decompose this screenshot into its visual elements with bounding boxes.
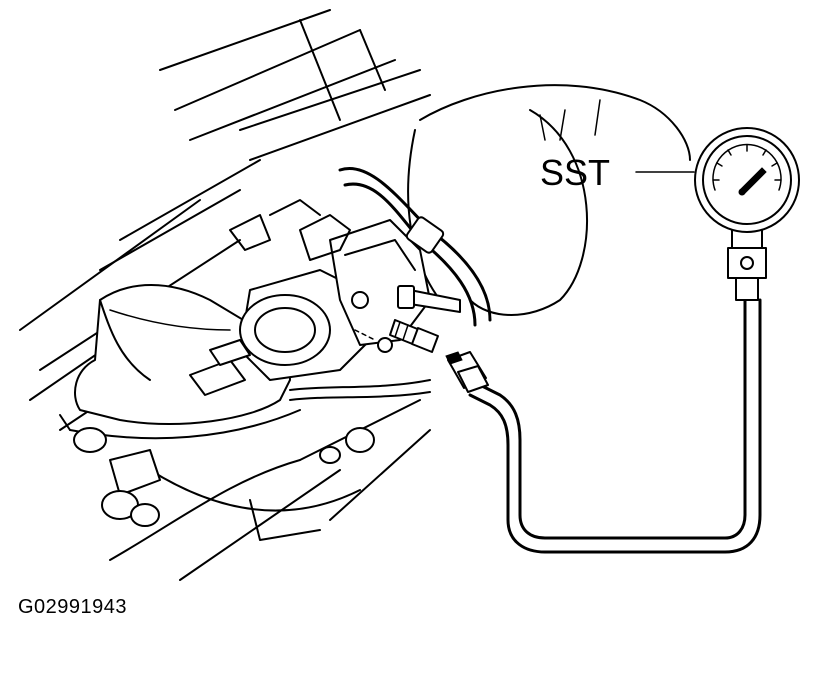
union-bolt xyxy=(354,319,439,353)
gauge-fitting xyxy=(727,227,767,301)
pressure-gauge-icon xyxy=(694,127,800,233)
sst-label: SST xyxy=(540,152,610,193)
fuel-pump-body xyxy=(189,199,431,396)
fuel-lines xyxy=(289,167,492,401)
gauge-hose xyxy=(445,298,762,554)
engine-housing xyxy=(19,9,691,581)
mount-studs xyxy=(73,427,375,527)
mounting-bracket xyxy=(59,284,301,440)
figure-id: G02991943 xyxy=(18,596,128,618)
sst-callout: SST xyxy=(540,152,695,193)
